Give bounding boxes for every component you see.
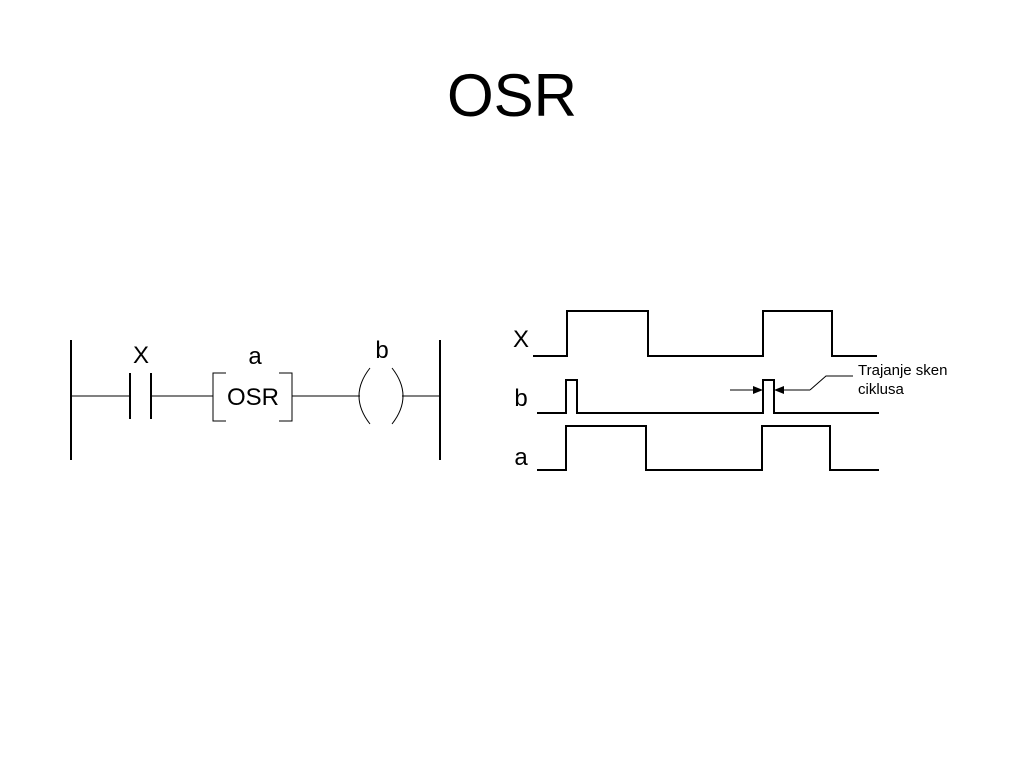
contact-x-symbol — [129, 373, 152, 419]
signal-label-a: a — [514, 444, 528, 471]
osr-label-a: a — [248, 343, 262, 370]
osr-block-text: OSR — [227, 384, 279, 411]
ladder-rung: X OSR a b — [70, 337, 441, 460]
signal-label-b: b — [514, 385, 527, 412]
signal-waveform-x — [533, 310, 877, 357]
coil-b-symbol — [358, 367, 404, 425]
signal-label-x: X — [513, 326, 529, 353]
contact-x-label: X — [133, 342, 149, 369]
annotation-text-line2: ciklusa — [858, 381, 905, 398]
scan-cycle-arrows — [730, 375, 853, 394]
signal-waveform-b — [537, 379, 879, 414]
annotation-text-line1: Trajanje sken — [858, 362, 948, 379]
slide-title: OSR — [446, 62, 578, 129]
signal-waveform-a — [537, 425, 879, 471]
osr-block — [212, 372, 293, 422]
timing-diagram: X b a Trajanje sken ciklusa — [513, 310, 948, 471]
coil-b-label: b — [375, 337, 388, 364]
